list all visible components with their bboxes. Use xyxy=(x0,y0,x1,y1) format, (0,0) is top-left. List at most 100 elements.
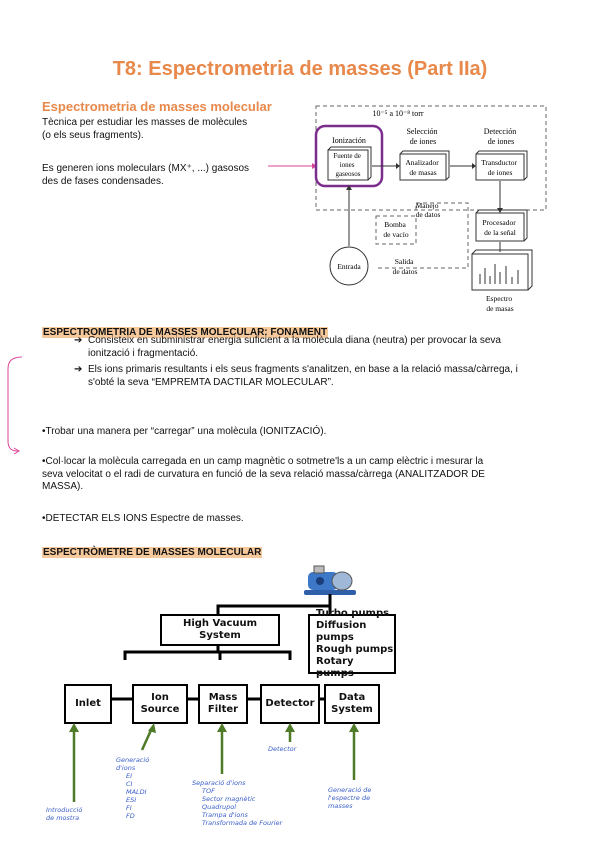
fonament-bullet-2: ➔ Els ions primaris resultants i els seu… xyxy=(74,364,588,389)
bullet-line: Els ions primaris resultants i els seus … xyxy=(88,364,518,375)
analizador-label: Analizador de masas xyxy=(405,158,440,177)
bomba-box xyxy=(375,215,417,245)
box-line: System xyxy=(331,704,373,715)
detector-box: Detector xyxy=(260,684,320,724)
box-line: Ion xyxy=(151,692,169,703)
step-line: •Col·locar la molècula carregada en un c… xyxy=(42,456,484,467)
analizador-box-3d xyxy=(399,150,450,181)
espectrometre-heading-text: ESPECTRÒMETRE DE MASSES MOLECULAR xyxy=(42,547,263,558)
transductor-box xyxy=(475,153,525,181)
intro-heading: Espectrometria de masses molecular xyxy=(42,99,272,114)
box-line: Source xyxy=(140,704,180,715)
espectro-label: Espectro de masas xyxy=(486,294,514,313)
note-line: EI xyxy=(126,772,133,780)
link-arrowhead xyxy=(312,163,317,169)
pressure-label: 10⁻⁵ a 10⁻⁸ torr xyxy=(372,109,423,118)
data-system-box: Data System xyxy=(324,684,380,724)
procesador-box-3d xyxy=(475,209,528,242)
note-line: de mostra xyxy=(46,814,80,822)
bullet-line: ionització i fragmentació. xyxy=(88,347,199,359)
note-generacio-ions: Generació d'ions EI CI MALDI ESI FI FD xyxy=(116,756,149,820)
intro-paragraph-1: Tècnica per estudiar les masses de molèc… xyxy=(42,117,247,142)
ionizacion-label: Ionización xyxy=(332,136,366,145)
note-detector: Detector xyxy=(268,745,297,753)
arrow-bullet-icon: ➔ xyxy=(74,335,83,346)
pumps-box: Turbo pumps Diffusion pumps Rough pumps … xyxy=(308,608,396,679)
note-line: FD xyxy=(126,812,135,820)
note-line: Separació d'ions xyxy=(192,779,246,787)
note-line: Introducció xyxy=(46,806,83,814)
note-generacio-espectre: Generació de l'espectre de masses xyxy=(328,786,371,810)
arrowhead xyxy=(346,185,352,190)
manejo-dashed-line xyxy=(378,202,469,269)
note-line: Generació xyxy=(116,756,150,764)
analizador-box xyxy=(399,153,447,181)
transductor-label: Transductor de iones xyxy=(481,158,519,177)
bullet-line: Consisteix en subministrar energia sufic… xyxy=(88,335,501,346)
pump-item: Rotary pumps xyxy=(316,656,354,679)
note-line: masses xyxy=(328,802,353,810)
separation-list: TOF Sector magnètic Quadrupol Trampa d'i… xyxy=(192,787,282,827)
bomba-label: Bomba de vacío xyxy=(383,220,408,239)
step-analitzador: •Col·locar la molècula carregada en un c… xyxy=(42,456,562,494)
entrada-label: Entrada xyxy=(337,262,361,271)
intro-line: Tècnica per estudiar les masses de molèc… xyxy=(42,117,248,128)
bullet-line: s'obté la seva “EMPREMTA DACTILAR MOLECU… xyxy=(88,376,334,388)
note-line: CI xyxy=(126,780,133,788)
fuente-box-3d xyxy=(327,146,372,181)
note-line: FI xyxy=(126,804,132,812)
box-line: Filter xyxy=(207,704,239,715)
fonament-heading-text: ESPECTROMETRIA DE MASSES MOLECULAR: FONA… xyxy=(42,327,329,338)
page-title: T8: Espectrometria de masses (Part IIa) xyxy=(112,58,488,80)
pump-item: Rough pumps xyxy=(316,644,394,655)
deteccion-label: Detección de iones xyxy=(484,127,518,146)
note-line: MALDI xyxy=(126,788,147,796)
intro-paragraph-2: Es generen ions moleculars (MX⁺, ...) ga… xyxy=(42,163,249,188)
espectrometre-heading: ESPECTRÒMETRE DE MASSES MOLECULAR xyxy=(42,542,263,560)
ion-method-list: EI CI MALDI ESI FI FD xyxy=(116,772,149,820)
step-line: seva velocitat o el radi de curvatura en… xyxy=(42,468,485,480)
ion-source-box: Ion Source xyxy=(132,684,188,724)
inlet-box: Inlet xyxy=(64,684,112,724)
procesador-label: Procesador de la señal xyxy=(482,218,517,237)
pink-bracket xyxy=(7,356,23,455)
fuente-label: Fuente de iones gaseosos xyxy=(333,152,362,178)
vacuum-pump-icon xyxy=(304,565,356,595)
arrowhead xyxy=(396,163,400,169)
spectrum-lines xyxy=(479,264,519,284)
note-line: Transformada de Fourier xyxy=(202,819,283,827)
pump-item: Turbo pumps xyxy=(316,608,390,619)
note-line: l'espectre de xyxy=(328,794,371,802)
pump-item: Diffusion pumps xyxy=(316,620,367,643)
note-line: ESI xyxy=(126,796,137,804)
manejo-label: Manejo de datos xyxy=(416,201,441,219)
fonament-heading: ESPECTROMETRIA DE MASSES MOLECULAR: FONA… xyxy=(42,322,329,340)
arrow-bullet-icon: ➔ xyxy=(74,364,83,375)
note-line: Generació de xyxy=(328,786,372,794)
green-arrows xyxy=(69,723,359,802)
intro-line: Es generen ions moleculars (MX⁺, ...) ga… xyxy=(42,163,250,174)
entrada-circle xyxy=(329,246,369,286)
fuente-box xyxy=(327,149,369,181)
espectro-box-3d xyxy=(471,249,533,291)
intro-line: (o els seus fragments). xyxy=(42,129,144,141)
note-introduccio: Introducció de mostra xyxy=(46,806,82,822)
high-vacuum-box: High Vacuum System xyxy=(160,614,280,646)
note-line: d'ions xyxy=(116,764,136,772)
note-line: Quadrupol xyxy=(202,803,237,811)
note-line: Trampa d'ions xyxy=(202,811,248,819)
procesador-box xyxy=(475,212,525,242)
step-ionitzacio: •Trobar una manera per “carregar” una mo… xyxy=(42,426,327,437)
mass-filter-box: Mass Filter xyxy=(198,684,248,724)
seleccion-label: Selección de iones xyxy=(406,127,439,146)
box-line: Mass xyxy=(208,692,238,703)
step-line: MASSA). xyxy=(42,481,84,492)
transductor-box-3d xyxy=(475,150,528,181)
ms-block-diagram: 10⁻⁵ a 10⁻⁸ torr Ionización Fuente de io… xyxy=(268,105,547,313)
note-line: Sector magnètic xyxy=(202,795,256,803)
step-detectar: •DETECTAR ELS IONS Espectre de masses. xyxy=(42,513,244,524)
note-separacio: Separació d'ions TOF Sector magnètic Qua… xyxy=(192,779,282,827)
intro-line: des de fases condensades. xyxy=(42,175,164,187)
salida-label: Salida de datos xyxy=(393,257,418,276)
fonament-bullet-1: ➔ Consisteix en subministrar energia suf… xyxy=(74,335,578,360)
